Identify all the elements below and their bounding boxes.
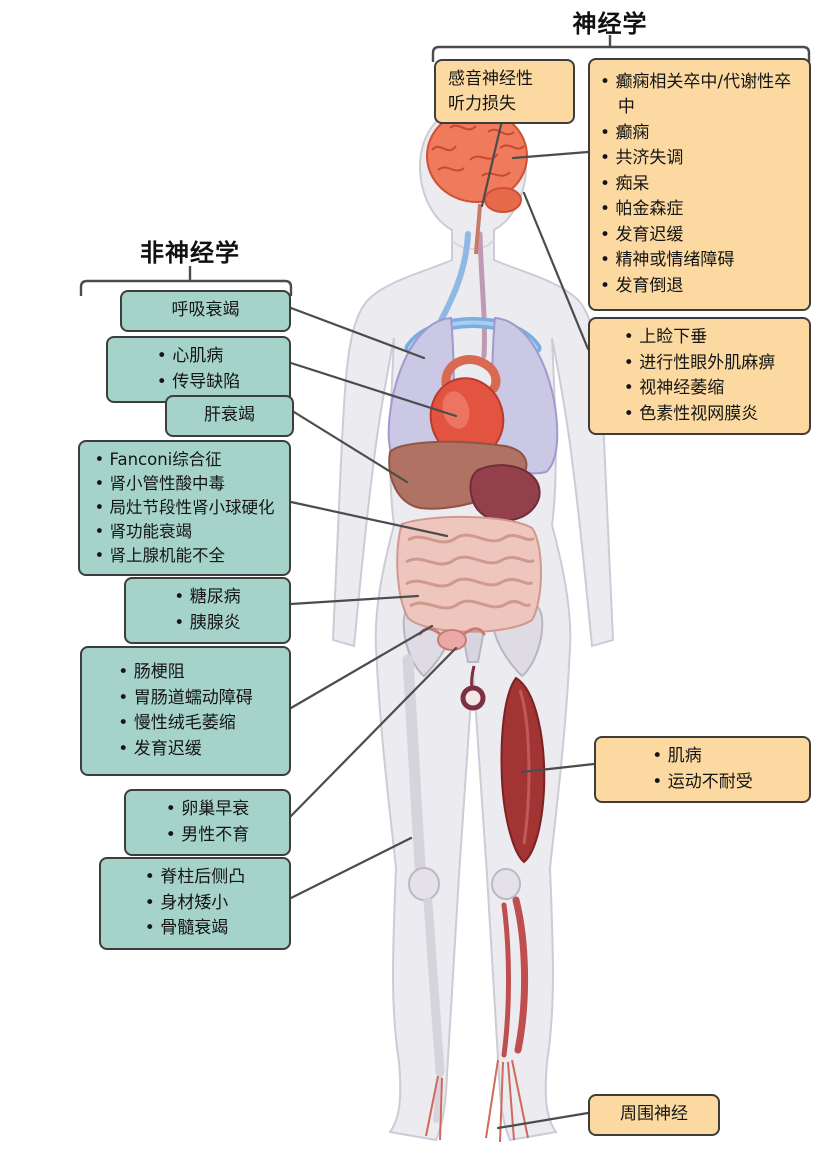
list-item: 心肌病 (157, 344, 240, 370)
neurology-bracket (431, 35, 811, 62)
list-item: 男性不育 (166, 823, 249, 849)
list-item: 色素性视网膜炎 (624, 402, 775, 428)
list-item: 肾小管性酸中毒 (95, 472, 275, 496)
label-box-gastrointestinal: 肠梗阻 胃肠道蠕动障碍 慢性绒毛萎缩 发育迟缓 (80, 646, 291, 776)
list-item: 脊柱后侧凸 (145, 865, 245, 891)
neurology-title: 神经学 (572, 10, 648, 38)
list-item: 上睑下垂 (624, 325, 775, 351)
list-item: 发育倒退 (600, 274, 799, 300)
list-item: 胃肠道蠕动障碍 (118, 686, 253, 712)
thigh-muscle-illustration (500, 676, 546, 864)
list-item: 发育迟缓 (118, 737, 252, 763)
connector-lines (289, 110, 596, 1130)
list-item: 慢性绒毛萎缩 (118, 711, 252, 737)
cardiac-symptom-list: 心肌病 传导缺陷 (157, 344, 240, 395)
list-item: 肾上腺机能不全 (95, 544, 275, 568)
liver-label: 肝衰竭 (204, 405, 255, 425)
label-box-respiratory: 呼吸衰竭 (120, 290, 291, 332)
list-item: 局灶节段性肾小球硬化 (95, 496, 274, 520)
list-item: 肌病 (652, 744, 752, 770)
label-box-muscle-symptoms: 肌病 运动不耐受 (594, 736, 811, 803)
peripheral-nerve-label: 周围神经 (620, 1104, 688, 1124)
list-item: 传导缺陷 (157, 370, 240, 396)
list-item: Fanconi综合征 (95, 448, 275, 472)
intestines-illustration (396, 515, 542, 633)
label-box-peripheral-nerve: 周围神经 (588, 1094, 720, 1136)
label-box-pancreas: 糖尿病 胰腺炎 (124, 577, 291, 644)
pancreas-symptom-list: 糖尿病 胰腺炎 (174, 585, 241, 637)
list-item: 糖尿病 (174, 585, 241, 611)
reproductive-organs-illustration (418, 627, 486, 711)
label-box-reproductive: 卵巢早衰 男性不育 (124, 789, 291, 856)
list-item: 精神或情绪障碍 (600, 248, 799, 274)
label-box-hearing-loss: 感音神经性 听力损失 (434, 59, 575, 125)
respiratory-label: 呼吸衰竭 (171, 300, 240, 320)
eye-symptom-list: 上睑下垂 进行性眼外肌麻痹 视神经萎缩 色素性视网膜炎 (624, 325, 775, 427)
brain-illustration (426, 109, 528, 255)
hearing-loss-line1: 感音神经性 (448, 69, 533, 89)
reproductive-symptom-list: 卵巢早衰 男性不育 (166, 797, 249, 848)
list-item: 进行性眼外肌麻痹 (624, 351, 775, 377)
heart-illustration (429, 355, 505, 459)
muscle-symptom-list: 肌病 运动不耐受 (652, 744, 753, 796)
list-item: 骨髓衰竭 (145, 916, 245, 942)
label-box-cardiac: 心肌病 传导缺陷 (106, 336, 291, 403)
label-box-renal: Fanconi综合征 肾小管性酸中毒 局灶节段性肾小球硬化 肾功能衰竭 肾上腺机… (78, 440, 291, 576)
list-item: 身材矮小 (145, 891, 245, 917)
skeletal-symptom-list: 脊柱后侧凸 身材矮小 骨髓衰竭 (145, 865, 245, 942)
brain-symptom-list: 癫痫相关卒中/代谢性卒中 癫痫 共济失调 痴呆 帕金森症 发育迟缓 精神或情绪障… (600, 70, 799, 300)
list-item: 癫痫 (600, 121, 799, 147)
renal-symptom-list: Fanconi综合征 肾小管性酸中毒 局灶节段性肾小球硬化 肾功能衰竭 肾上腺机… (95, 448, 275, 568)
list-item: 卵巢早衰 (166, 797, 249, 823)
non-neurology-bracket (79, 266, 293, 296)
list-item: 运动不耐受 (652, 770, 753, 796)
list-item: 肾功能衰竭 (95, 520, 275, 544)
gastrointestinal-symptom-list: 肠梗阻 胃肠道蠕动障碍 慢性绒毛萎缩 发育迟缓 (118, 660, 253, 763)
list-item: 发育迟缓 (600, 223, 799, 249)
stomach-spleen-illustration (469, 464, 541, 522)
label-box-skeletal: 脊柱后侧凸 身材矮小 骨髓衰竭 (99, 857, 291, 950)
label-box-eye-symptoms: 上睑下垂 进行性眼外肌麻痹 视神经萎缩 色素性视网膜炎 (588, 317, 811, 435)
label-box-brain-symptoms: 癫痫相关卒中/代谢性卒中 癫痫 共济失调 痴呆 帕金森症 发育迟缓 精神或情绪障… (588, 58, 811, 311)
list-item: 癫痫相关卒中/代谢性卒中 (600, 70, 799, 121)
list-item: 视神经萎缩 (624, 376, 775, 402)
list-item: 帕金森症 (600, 197, 799, 223)
list-item: 胰腺炎 (174, 611, 241, 637)
label-box-liver: 肝衰竭 (165, 395, 294, 437)
non-neurology-title: 非神经学 (140, 239, 240, 267)
list-item: 共济失调 (600, 146, 799, 172)
lower-leg-muscles-illustration (501, 896, 529, 1058)
list-item: 肠梗阻 (118, 660, 252, 686)
list-item: 痴呆 (600, 172, 799, 198)
hearing-loss-line2: 听力损失 (448, 93, 516, 114)
